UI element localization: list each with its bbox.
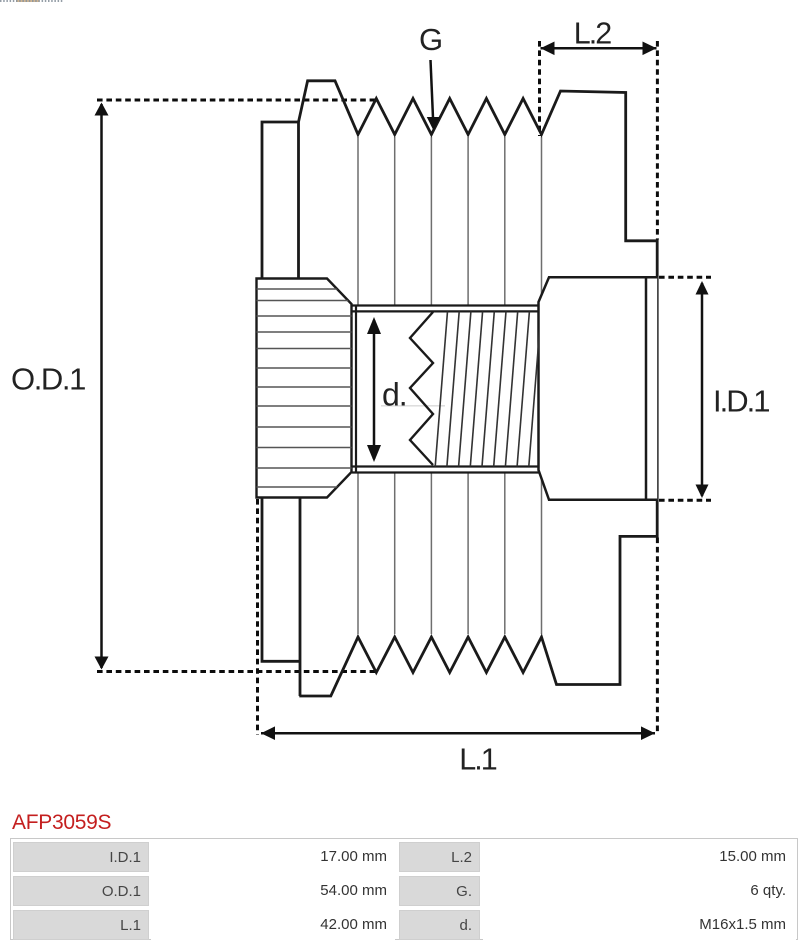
- svg-text:L.1: L.1: [459, 743, 496, 777]
- svg-text:d.: d.: [382, 377, 407, 413]
- svg-text:L.2: L.2: [574, 17, 611, 51]
- svg-text:I.D.1: I.D.1: [713, 384, 769, 419]
- svg-text:G: G: [419, 22, 443, 57]
- svg-text:O.D.1: O.D.1: [11, 362, 85, 397]
